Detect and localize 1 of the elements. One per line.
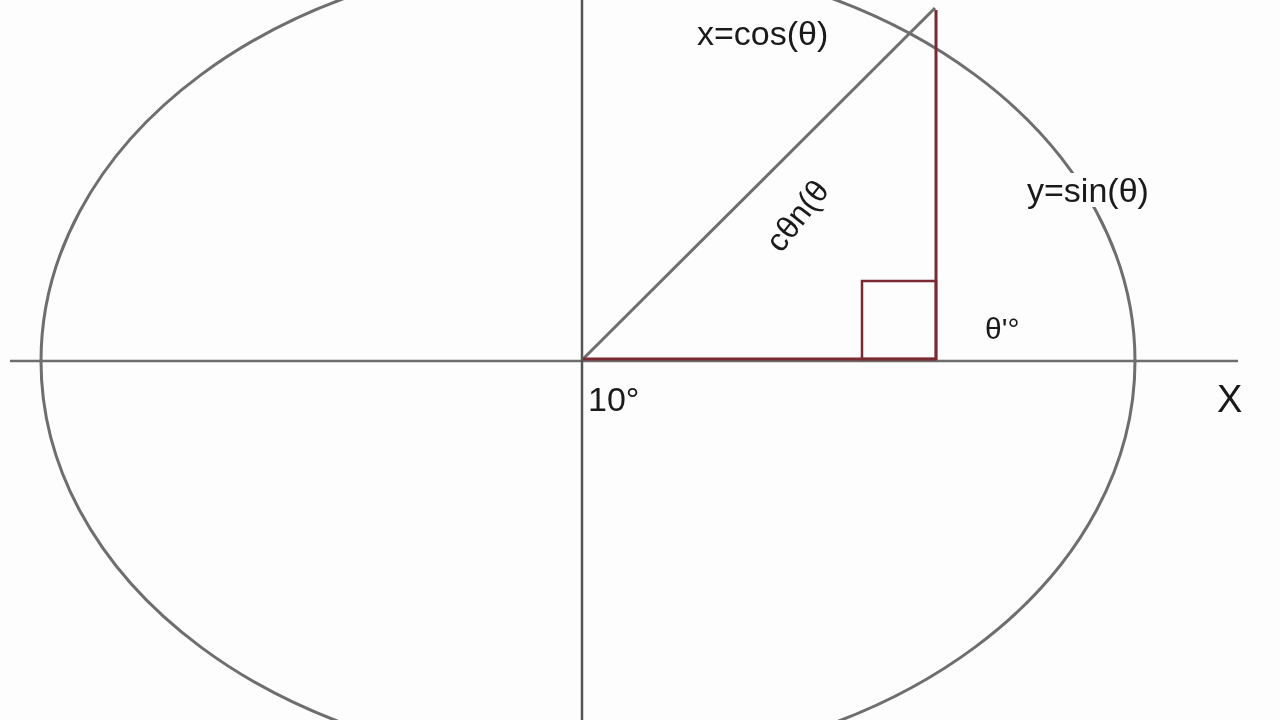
- axis-formula: y=sin(θ): [1027, 173, 1149, 207]
